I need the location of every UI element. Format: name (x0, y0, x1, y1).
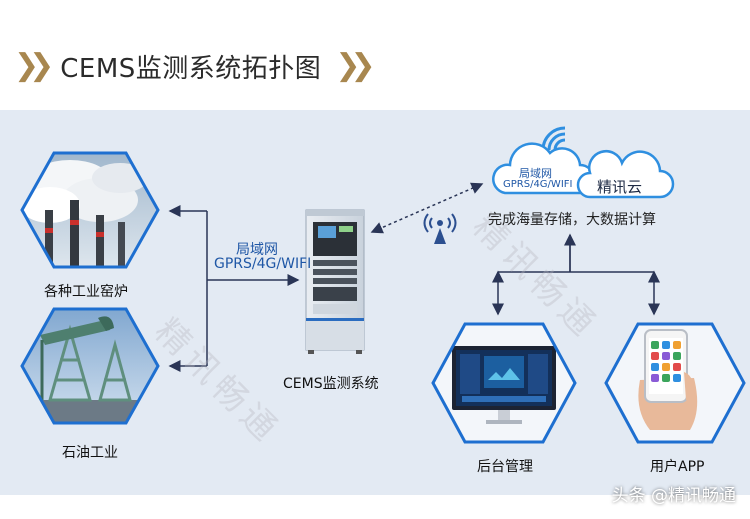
cems-cabinet (306, 210, 364, 354)
backend-hexagon (430, 320, 580, 446)
credit-text: 头条 @精讯畅通 (612, 481, 736, 506)
cloud-caption: 完成海量存储，大数据计算 (488, 209, 656, 229)
link-label-line2: GPRS/4G/WIFI (214, 256, 311, 272)
oil-hexagon (20, 306, 160, 426)
cloud-brand-label: 精讯云 (597, 176, 642, 197)
wifi-icon (543, 128, 565, 150)
cloud-link (372, 184, 482, 232)
kiln-hexagon (20, 150, 160, 270)
app-hexagon (600, 320, 750, 446)
node-label-oil: 石油工业 (62, 442, 118, 462)
node-label-backend: 后台管理 (477, 456, 533, 476)
node-label-app: 用户APP (650, 456, 704, 476)
node-label-cems: CEMS监测系统 (283, 373, 379, 393)
cloud-label-line2: GPRS/4G/WIFI (503, 179, 572, 190)
antenna-icon (425, 214, 456, 244)
node-label-kiln: 各种工业窑炉 (44, 281, 128, 301)
